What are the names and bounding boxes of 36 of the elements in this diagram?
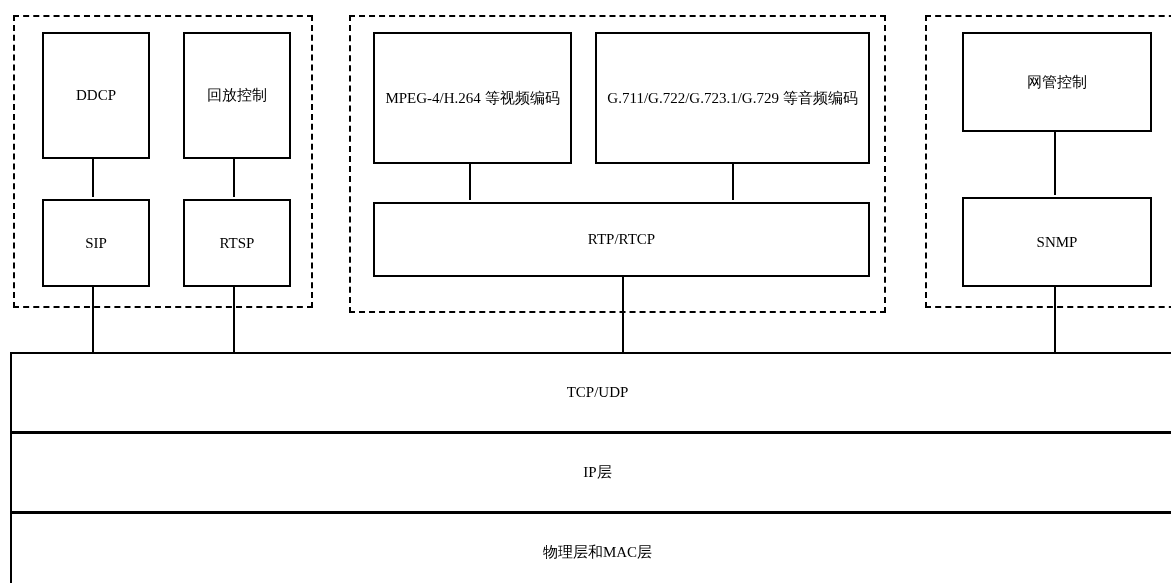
node-label: MPEG-4/H.264 等视频编码 — [384, 88, 561, 108]
node-label: G.711/G.722/G.723.1/G.729 等音频编码 — [606, 88, 859, 108]
node-label: RTP/RTCP — [586, 230, 657, 249]
node-label: SIP — [84, 233, 108, 253]
protocol-box — [183, 32, 291, 159]
dashed-group-box — [349, 15, 886, 313]
connector-line — [732, 161, 734, 201]
node-label: IP层 — [582, 463, 613, 482]
connector-line — [92, 284, 94, 353]
protocol-box — [42, 199, 150, 287]
node-label: SNMP — [1035, 232, 1079, 252]
connector-line — [469, 161, 471, 201]
layer-box — [10, 432, 1171, 513]
node-label: DDCP — [75, 86, 117, 105]
protocol-box — [183, 199, 291, 287]
connector-line — [233, 156, 235, 198]
node-label: TCP/UDP — [565, 383, 630, 402]
protocol-box — [42, 32, 150, 159]
protocol-box — [595, 32, 870, 164]
connector-line — [622, 274, 624, 353]
node-label: 物理层和MAC层 — [541, 542, 654, 562]
protocol-box — [373, 202, 870, 277]
connector-line — [1054, 129, 1056, 196]
layer-box — [10, 352, 1171, 433]
node-label: RTSP — [218, 233, 256, 253]
protocol-box — [962, 32, 1152, 132]
node-label: 网管控制 — [1026, 72, 1088, 92]
protocol-box — [962, 197, 1152, 287]
layer-box — [10, 512, 1171, 583]
connector-line — [1054, 284, 1056, 353]
dashed-group-box — [925, 15, 1171, 308]
dashed-group-box — [13, 15, 313, 308]
protocol-box — [373, 32, 572, 164]
node-label: 回放控制 — [206, 86, 268, 105]
connector-line — [233, 284, 235, 353]
connector-line — [92, 156, 94, 198]
